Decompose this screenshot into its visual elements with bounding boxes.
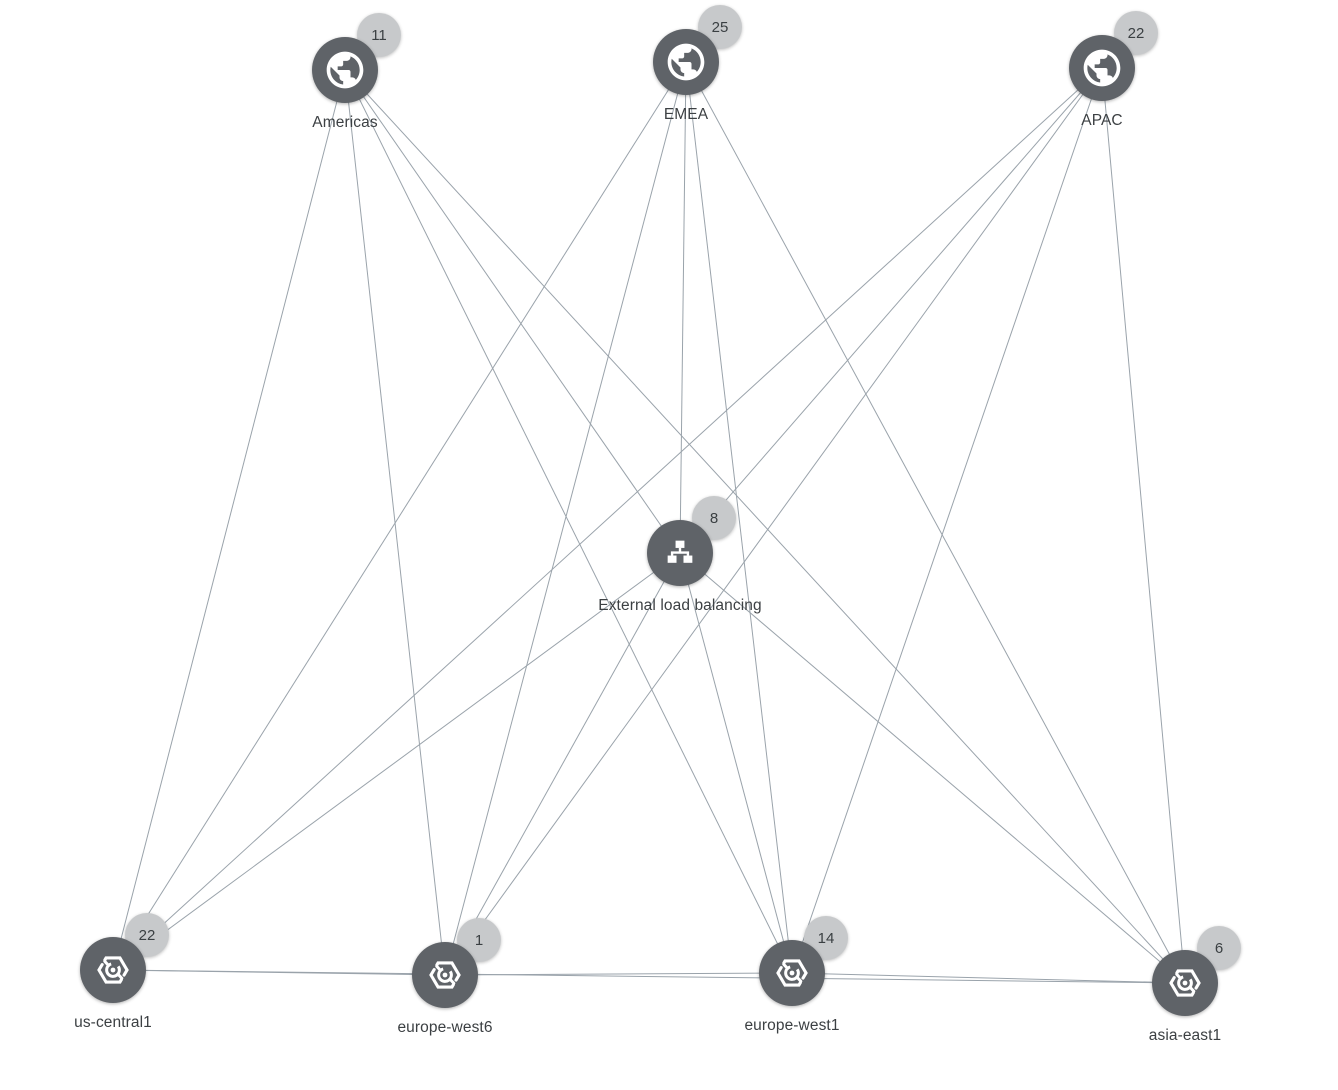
cloud-region-icon xyxy=(1169,969,1201,997)
node-circle[interactable] xyxy=(412,942,478,1008)
edge-external-load-balancing--europe-west1[interactable] xyxy=(679,552,793,974)
edge-us-central1--asia-east1[interactable] xyxy=(112,969,1186,984)
node-circle[interactable] xyxy=(653,29,719,95)
node-label-americas: Americas xyxy=(312,114,378,131)
edge-apac--asia-east1[interactable] xyxy=(1101,67,1186,984)
node-badge-emea[interactable]: 25 xyxy=(698,5,742,49)
node-badge-us-central1[interactable]: 22 xyxy=(125,913,169,957)
edge-americas--europe-west1[interactable] xyxy=(344,69,793,974)
cloud-region-icon xyxy=(97,956,129,984)
node-label-external-load-balancing: External load balancing xyxy=(598,597,762,614)
edge-emea--europe-west6[interactable] xyxy=(444,61,687,976)
load-balancer-icon xyxy=(667,540,693,563)
node-circle[interactable] xyxy=(80,937,146,1003)
edge-emea--external-load-balancing[interactable] xyxy=(679,61,687,554)
cloud-region-icon xyxy=(429,961,461,989)
node-circle[interactable] xyxy=(312,37,378,103)
node-label-us-central1: us-central1 xyxy=(74,1014,152,1031)
node-label-europe-west6: europe-west6 xyxy=(397,1019,493,1036)
edge-apac--external-load-balancing[interactable] xyxy=(679,67,1103,554)
edge-americas--us-central1[interactable] xyxy=(112,69,346,971)
edge-europe-west1--asia-east1[interactable] xyxy=(791,972,1186,984)
node-circle[interactable] xyxy=(647,520,713,586)
edge-external-load-balancing--asia-east1[interactable] xyxy=(679,552,1186,984)
edge-external-load-balancing--europe-west6[interactable] xyxy=(444,552,681,976)
edge-emea--asia-east1[interactable] xyxy=(685,61,1186,984)
node-label-apac: APAC xyxy=(1081,112,1123,129)
edge-emea--us-central1[interactable] xyxy=(112,61,687,971)
edge-apac--europe-west6[interactable] xyxy=(444,67,1103,976)
globe-icon xyxy=(1083,49,1121,87)
node-circle[interactable] xyxy=(1069,35,1135,101)
edge-apac--europe-west1[interactable] xyxy=(791,67,1103,974)
cloud-region-icon xyxy=(776,959,808,987)
globe-icon xyxy=(326,51,364,89)
edge-americas--external-load-balancing[interactable] xyxy=(344,69,681,554)
node-label-europe-west1: europe-west1 xyxy=(744,1017,840,1034)
node-label-emea: EMEA xyxy=(663,106,709,123)
edge-emea--europe-west1[interactable] xyxy=(685,61,793,974)
edge-americas--asia-east1[interactable] xyxy=(344,69,1186,984)
node-circle[interactable] xyxy=(759,940,825,1006)
edge-europe-west6--europe-west1[interactable] xyxy=(444,972,793,976)
node-circle[interactable] xyxy=(1152,950,1218,1016)
edge-apac--us-central1[interactable] xyxy=(112,67,1103,971)
edge-external-load-balancing--us-central1[interactable] xyxy=(112,552,681,971)
node-label-asia-east1: asia-east1 xyxy=(1148,1027,1222,1044)
globe-icon xyxy=(667,43,705,81)
